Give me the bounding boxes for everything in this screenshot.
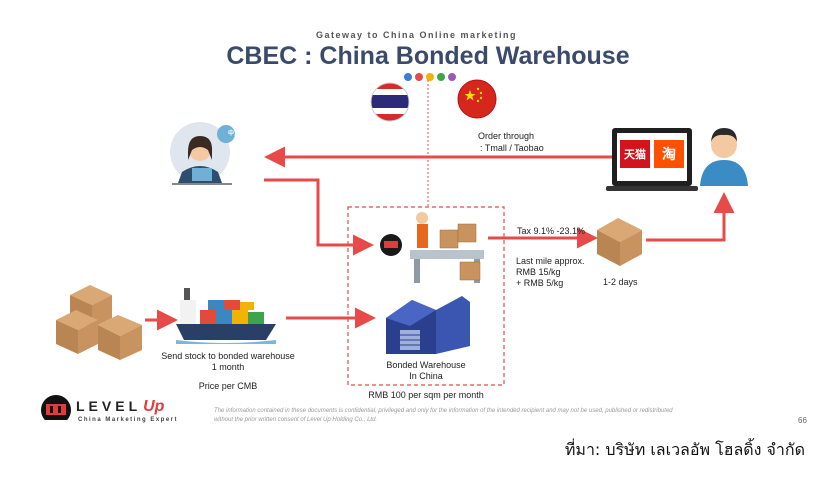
- delivery-to-customer-arrow: [646, 192, 735, 242]
- taobao-logo: 淘: [662, 147, 676, 163]
- dot-red: [415, 73, 423, 81]
- disclaimer-line-2: without the prior written consent of Lev…: [214, 417, 378, 423]
- color-dots: [404, 73, 456, 81]
- warehouse-label: Bonded Warehouse: [386, 360, 466, 370]
- order-platforms-label: : Tmall / Taobao: [480, 143, 544, 153]
- dot-blue: [404, 73, 412, 81]
- delivery-time-label: 1-2 days: [603, 277, 638, 287]
- bonded-warehouse-icon: [386, 296, 470, 354]
- dot-yellow: [426, 73, 434, 81]
- china-flag-icon: [457, 79, 497, 119]
- customer-service-agent-icon: [170, 122, 235, 185]
- send-stock-label: Send stock to bonded warehouse: [161, 351, 295, 361]
- stock-boxes-icon: [56, 285, 142, 360]
- warehouse-price-label: RMB 100 per sqm per month: [368, 390, 484, 400]
- tmall-logo: 天猫: [624, 148, 646, 161]
- slide: Gateway to China Online marketing CBEC :…: [41, 30, 807, 425]
- page-number: 66: [798, 416, 807, 425]
- source-caption: ที่มา: บริษัท เลเวลอัพ โฮลดิ้ง จำกัด: [564, 440, 805, 459]
- logo-up-text: Up: [143, 398, 165, 415]
- delivery-box-icon: [597, 218, 642, 266]
- agent-to-warehouse-arrow: [264, 178, 374, 256]
- levelup-logo-icon: [41, 395, 71, 420]
- cargo-ship-icon: [176, 288, 276, 344]
- levelup-logo-wordmark: LEVEL Up: [76, 398, 164, 416]
- dot-green: [437, 73, 445, 81]
- slide-title: CBEC : China Bonded Warehouse: [226, 42, 630, 70]
- price-per-cmb-label: Price per CMB: [198, 381, 258, 391]
- warehouse-location-label: In China: [409, 371, 443, 381]
- last-mile-rate-2: + RMB 5/kg: [516, 278, 564, 288]
- dot-purple: [448, 73, 456, 81]
- logo-subtitle: China Marketing Expert: [78, 417, 179, 423]
- warehouse-worker-icon: [410, 212, 484, 283]
- levelup-badge-icon: [380, 234, 402, 256]
- disclaimer-line-1: The information contained in these docum…: [214, 408, 673, 414]
- thailand-flag-icon: [370, 82, 410, 122]
- last-mile-label: Last mile approx.: [516, 256, 585, 266]
- agent-language-badge: 中文: [227, 131, 240, 137]
- laptop-icon: [606, 128, 698, 191]
- customer-icon: [700, 128, 748, 186]
- last-mile-rate-1: RMB 15/kg: [516, 267, 561, 277]
- flow-diagram: [41, 79, 748, 420]
- tax-label: Tax 9.1% -23.1%: [517, 226, 586, 236]
- logo-main-text: LEVEL: [76, 398, 142, 414]
- send-stock-time-label: 1 month: [211, 362, 245, 372]
- order-label: Order through: [478, 131, 535, 141]
- china-border-box: [347, 206, 505, 386]
- slide-subtitle: Gateway to China Online marketing: [315, 30, 518, 40]
